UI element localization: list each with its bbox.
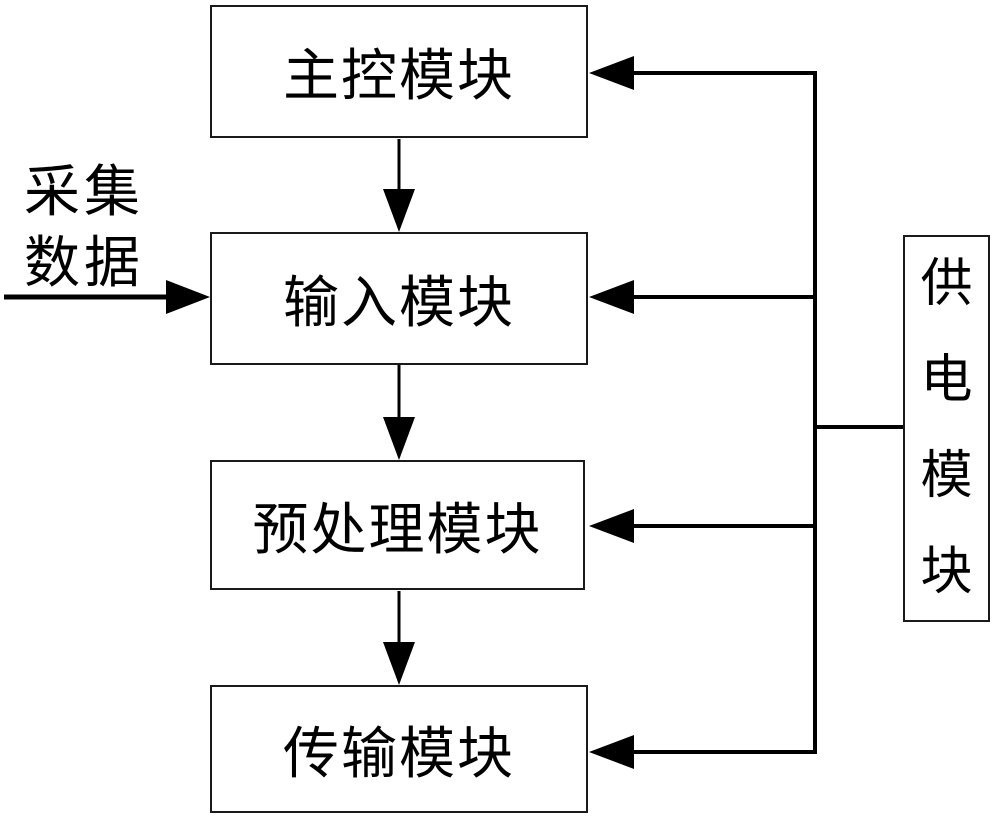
node-input-module: 输入模块 [210, 232, 588, 365]
arrow-power-to-transmit [589, 735, 817, 769]
node-power-supply-label: 供电模块 [920, 255, 973, 601]
arrow-power-to-preprocess [589, 509, 815, 543]
node-main-control-label: 主控模块 [283, 46, 515, 108]
node-preprocessing-module: 预处理模块 [210, 460, 585, 590]
arrow-power-to-input [589, 280, 815, 314]
arrow-collected-data-to-input [4, 280, 210, 314]
arrow-input-to-preprocess [383, 365, 415, 460]
power-bus-line [813, 71, 903, 754]
arrow-power-to-main [589, 56, 817, 90]
arrow-main-to-input [383, 139, 415, 232]
node-transmission-label: 传输模块 [283, 723, 515, 786]
node-preprocessing-label: 预处理模块 [252, 499, 543, 562]
node-power-supply-module: 供电模块 [903, 235, 990, 622]
arrow-preprocess-to-transmit [383, 591, 415, 685]
collected-data-label: 采集数据 [24, 162, 144, 295]
node-main-control-module: 主控模块 [210, 5, 588, 138]
node-input-label: 输入模块 [283, 273, 515, 335]
node-transmission-module: 传输模块 [210, 685, 588, 813]
